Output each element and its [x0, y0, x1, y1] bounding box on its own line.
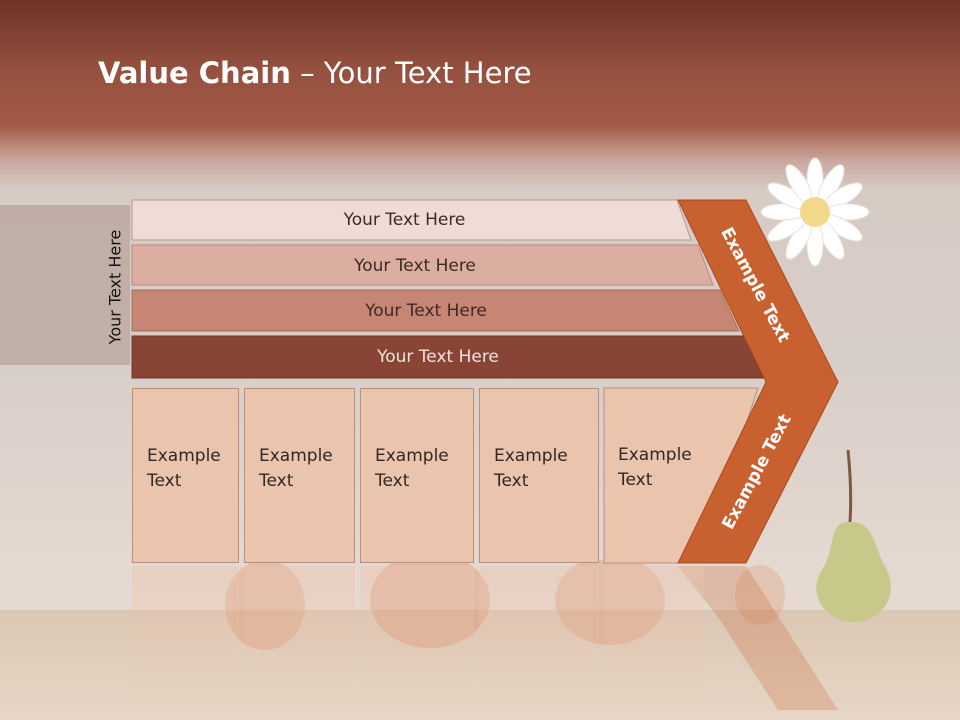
bar-3: Your Text Here — [132, 291, 720, 331]
bar-3-shape — [131, 289, 740, 332]
slide-title: Value Chain – Your Text Here — [98, 56, 532, 90]
box-1-line1: Example — [147, 446, 221, 466]
box-1-reflection — [132, 566, 239, 706]
title-bold-part: Value Chain — [98, 56, 291, 90]
bar-2-label: Your Text Here — [354, 256, 476, 276]
bar-1: Your Text Here — [132, 200, 677, 240]
box-3-line1: Example — [375, 446, 449, 466]
bar-2-shape — [131, 244, 714, 286]
box-5-line1: Example — [618, 445, 692, 465]
box-5-reflection — [604, 566, 704, 706]
box-2-line1: Example — [259, 446, 333, 466]
box-2-reflection — [244, 566, 355, 706]
bar-1-label: Your Text Here — [343, 210, 466, 230]
primary-box-3: Example Text — [360, 388, 474, 563]
bar-4-shape — [131, 335, 764, 379]
box-3-reflection — [360, 566, 474, 706]
primary-box-2: Example Text — [244, 388, 355, 563]
daisy-flower-image — [760, 157, 870, 267]
primary-box-4: Example Text — [479, 388, 599, 563]
title-rest-part: – Your Text Here — [290, 56, 532, 90]
box-4-line1: Example — [494, 446, 568, 466]
background-wood-tub — [0, 205, 130, 365]
box-3-line2: Text — [375, 471, 410, 491]
box-1-line2: Text — [147, 471, 182, 491]
box-4-reflection — [479, 566, 599, 706]
bar-1-shape — [131, 199, 692, 241]
background-table — [0, 610, 960, 720]
chevron-reflection — [678, 566, 838, 710]
primary-box-5: Example Text — [604, 388, 704, 563]
bar-3-label: Your Text Here — [365, 301, 487, 321]
bar-4: Your Text Here — [132, 337, 744, 377]
pear-image — [816, 450, 891, 622]
box-2-line2: Text — [259, 471, 294, 491]
box-5-line2: Text — [618, 470, 653, 490]
bar-4-label: Your Text Here — [377, 347, 499, 367]
chevron-shape — [677, 199, 839, 564]
primary-box-1: Example Text — [132, 388, 239, 563]
bar-2: Your Text Here — [132, 246, 698, 286]
box-4-line2: Text — [494, 471, 529, 491]
peaches-image — [225, 560, 785, 650]
